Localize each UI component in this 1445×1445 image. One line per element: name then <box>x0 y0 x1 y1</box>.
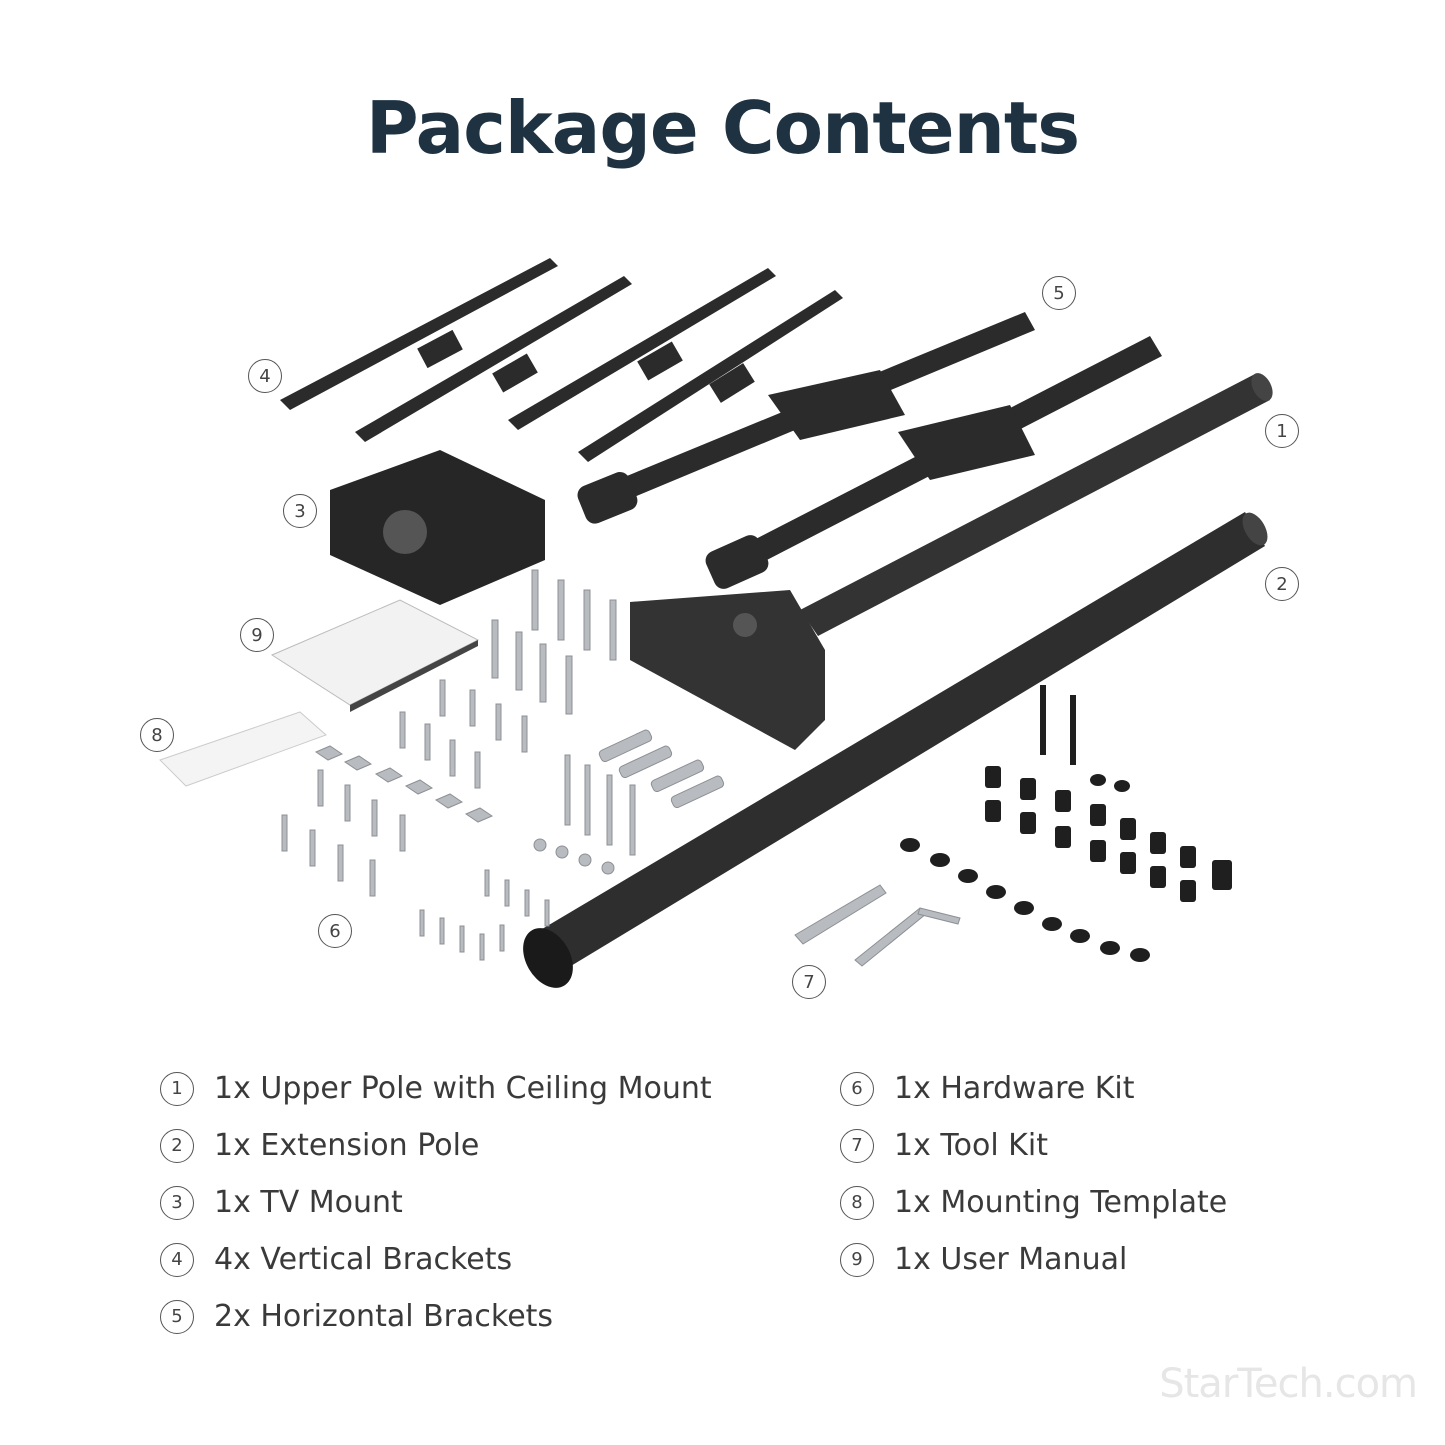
tool-kit <box>794 884 961 967</box>
callout-5: 5 <box>1042 276 1076 310</box>
callout-8: 8 <box>140 718 174 752</box>
item-label: 2x Horizontal Brackets <box>214 1299 554 1334</box>
item-number: 9 <box>840 1242 874 1277</box>
upper-pole <box>630 373 1273 750</box>
item-number: 1 <box>160 1071 194 1106</box>
item-number: 4 <box>160 1242 194 1277</box>
item-label: 4x Vertical Brackets <box>214 1242 513 1277</box>
item-label: 1x Hardware Kit <box>894 1071 1135 1106</box>
item-number: 6 <box>840 1071 874 1106</box>
list-item: 2 1x Extension Pole <box>160 1117 712 1174</box>
list-item: 4 4x Vertical Brackets <box>160 1231 712 1288</box>
item-label: 1x Mounting Template <box>894 1185 1228 1220</box>
vertical-brackets <box>280 258 843 462</box>
page-title: Package Contents <box>365 86 1080 170</box>
tv-mount <box>330 450 545 605</box>
hardware-kit <box>281 569 725 961</box>
mounting-template <box>159 711 327 787</box>
extension-pole <box>523 512 1268 988</box>
callout-2: 2 <box>1265 567 1299 601</box>
item-label: 1x Upper Pole with Ceiling Mount <box>214 1071 712 1106</box>
item-number: 7 <box>840 1128 874 1163</box>
item-number: 8 <box>840 1185 874 1220</box>
contents-list-left: 1 1x Upper Pole with Ceiling Mount 2 1x Ex… <box>160 1060 712 1345</box>
list-item: 3 1x TV Mount <box>160 1174 712 1231</box>
startech-logo: StarTech.com <box>1159 1361 1418 1407</box>
callout-4: 4 <box>248 359 282 393</box>
list-item: 6 1x Hardware Kit <box>840 1060 1227 1117</box>
contents-list-right: 6 1x Hardware Kit 7 1x Tool Kit 8 1x Mounti… <box>840 1060 1227 1288</box>
item-number: 3 <box>160 1185 194 1220</box>
item-number: 5 <box>160 1299 194 1334</box>
callout-7: 7 <box>792 965 826 999</box>
item-label: 1x Extension Pole <box>214 1128 480 1163</box>
callout-3: 3 <box>283 494 317 528</box>
callout-6: 6 <box>318 914 352 948</box>
item-number: 2 <box>160 1128 194 1163</box>
list-item: 7 1x Tool Kit <box>840 1117 1227 1174</box>
list-item: 5 2x Horizontal Brackets <box>160 1288 712 1345</box>
list-item: 9 1x User Manual <box>840 1231 1227 1288</box>
item-label: 1x Tool Kit <box>894 1128 1048 1163</box>
callout-1: 1 <box>1265 414 1299 448</box>
spacer-set <box>900 685 1232 962</box>
horizontal-brackets <box>577 312 1162 589</box>
list-item: 8 1x Mounting Template <box>840 1174 1227 1231</box>
item-label: 1x User Manual <box>894 1242 1128 1277</box>
user-manual <box>270 599 480 712</box>
list-item: 1 1x Upper Pole with Ceiling Mount <box>160 1060 712 1117</box>
item-label: 1x TV Mount <box>214 1185 403 1220</box>
callout-9: 9 <box>240 618 274 652</box>
